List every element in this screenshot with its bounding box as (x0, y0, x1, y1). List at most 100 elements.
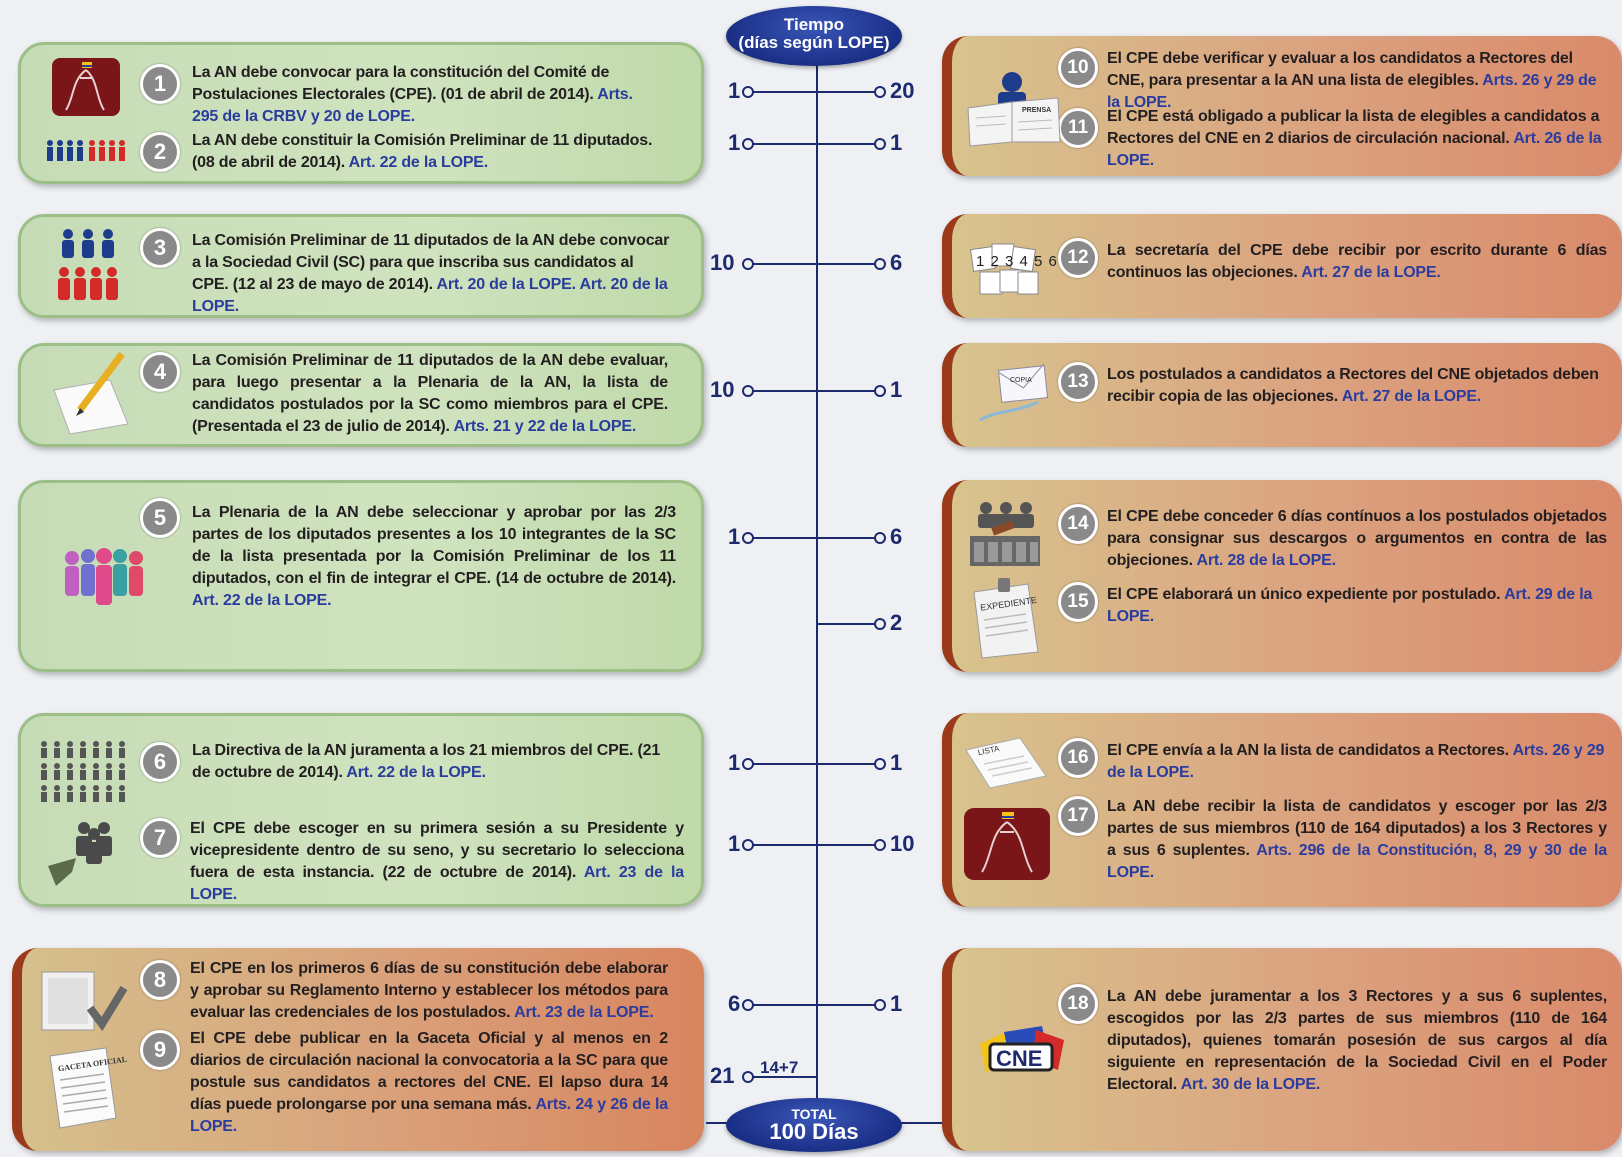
timeline-value-left: 10 (710, 377, 735, 402)
timeline-tick-right (818, 537, 878, 539)
timeline-dot-left (742, 138, 754, 150)
step-num-1: 1 (140, 64, 180, 104)
commission-civil-society-icon (58, 229, 118, 300)
step-text-8: El CPE en los primeros 6 días de su cons… (190, 960, 668, 1021)
step-text-11: El CPE está obligado a publicar la lista… (1107, 108, 1602, 169)
time-header: Tiempo (días según LOPE) (726, 6, 902, 66)
step-num-6: 6 (140, 742, 180, 782)
timeline-tick-left (750, 763, 816, 765)
timeline-tick-left (750, 390, 816, 392)
timeline-value-left: 1 (728, 750, 741, 775)
step-num-12: 12 (1058, 238, 1098, 278)
step-num-18: 18 (1058, 984, 1098, 1024)
step-num-13: 13 (1058, 362, 1098, 402)
timeline-dot-right (874, 758, 886, 770)
timeline-value-right: 6 (890, 524, 903, 549)
total-line2: 100 Días (769, 1119, 859, 1144)
timeline-value-left: 21 (710, 1063, 735, 1088)
timeline-tick-left (750, 91, 816, 93)
step-num-11: 11 (1058, 108, 1098, 148)
step-text-9: El CPE debe publicar en la Gaceta Oficia… (190, 1030, 668, 1135)
cne-logo-icon: CNE (980, 1026, 1064, 1072)
timeline-dot-right (874, 86, 886, 98)
timeline-value-right: 1 (890, 750, 903, 775)
copy-label: COPIA (1010, 377, 1032, 384)
timeline-value-left: 1 (728, 831, 741, 856)
step-text-12: La secretaría del CPE debe recibir por e… (1107, 242, 1607, 281)
court-gavel-icon (970, 502, 1040, 566)
timeline-tick-right (818, 1004, 878, 1006)
total-days: TOTAL 100 Días (726, 1098, 902, 1152)
newspaper-reader-icon: PRENSA (967, 72, 1061, 147)
timeline-tick-left (750, 844, 816, 846)
card-step-4 (18, 343, 704, 447)
paper-label: PRENSA (1022, 107, 1051, 114)
step-num-5: 5 (140, 498, 180, 538)
timeline-value-right: 10 (890, 831, 915, 856)
time-header-line1: Tiempo (783, 15, 845, 34)
step-num-2: 2 (140, 132, 180, 172)
timeline-tick-right (818, 91, 878, 93)
timeline-dot-right (874, 385, 886, 397)
list-paper-icon: LISTA (965, 737, 1047, 789)
step-text-16: El CPE envía a la AN la lista de candida… (1107, 742, 1605, 781)
timeline-value-right: 6 (890, 250, 903, 275)
timeline-dot-right (874, 532, 886, 544)
step-text-1: La AN debe convocar para la constitución… (192, 64, 633, 125)
timeline-value-left: 6 (728, 991, 741, 1016)
time-extra-label: 14+7 (760, 1058, 799, 1077)
step-num-17: 17 (1058, 796, 1098, 836)
plenary-people-icon (65, 548, 143, 605)
timeline-tick-right (818, 390, 878, 392)
step-num-9: 9 (140, 1030, 180, 1070)
card-steps-6-7 (18, 713, 704, 907)
card-step-13 (942, 343, 1622, 447)
time-header-line2: (días según LOPE) (738, 33, 890, 52)
card-steps-14-15 (942, 480, 1622, 672)
timeline-value-right: 20 (890, 78, 915, 103)
timeline-value-right: 1 (890, 991, 903, 1016)
gazette-icon: GACETA OFICIAL (49, 1047, 128, 1129)
numbered-sheets-icon: 1 2 3 4 5 6 (970, 243, 1057, 295)
timeline-dot-left (742, 758, 754, 770)
timeline-tick-left (750, 143, 816, 145)
card-steps-16-17 (942, 713, 1622, 907)
timeline-value-left: 1 (728, 78, 741, 103)
step-num-4: 4 (140, 352, 180, 392)
timeline-tick-right (818, 623, 878, 625)
timeline-dot-right (874, 618, 886, 630)
step-text-5: La Plenaria de la AN debe seleccionar y … (192, 504, 676, 609)
timeline-dot-right (874, 138, 886, 150)
step-num-7: 7 (140, 818, 180, 858)
step-text-14: El CPE debe conceder 6 días contínuos a … (1107, 508, 1607, 569)
deputies-group-icon (47, 140, 125, 161)
timeline-tick-right (818, 763, 878, 765)
president-selection-icon (48, 822, 112, 886)
timeline-tick-right (818, 844, 878, 846)
step-text-6: La Directiva de la AN juramenta a los 21… (192, 742, 661, 781)
step-num-16: 16 (1058, 738, 1098, 778)
card-step-3 (18, 214, 704, 318)
envelope-copy-icon: COPIA (979, 363, 1049, 422)
step-num-15: 15 (1058, 582, 1098, 622)
step-num-3: 3 (140, 228, 180, 268)
step-text-7: El CPE debe escoger en su primera sesión… (190, 820, 684, 903)
timeline-value-left: 1 (728, 130, 741, 155)
timeline-value-left: 10 (710, 250, 735, 275)
step-num-14: 14 (1058, 504, 1098, 544)
assembly-hall-icon (52, 58, 120, 116)
timeline-dot-left (742, 532, 754, 544)
step-text-18: La AN debe juramentar a los 3 Rectores y… (1107, 988, 1607, 1093)
numbers-label: 1 2 3 4 5 6 (976, 253, 1058, 270)
card-steps-1-2 (18, 42, 704, 184)
timeline-axis (816, 62, 818, 1122)
file-expediente-icon: EXPEDIENTE (973, 578, 1039, 659)
timeline-tick-right (818, 263, 878, 265)
timeline-value-right: 1 (890, 377, 903, 402)
timeline-tick-right (818, 143, 878, 145)
step-text-2: La AN debe constituir la Comisión Prelim… (192, 132, 653, 171)
timeline-value-right: 1 (890, 130, 903, 155)
timeline-dot-left (742, 999, 754, 1011)
timeline-dot-left (742, 258, 754, 270)
step-text-10: El CPE debe verificar y evaluar a los ca… (1107, 50, 1597, 111)
